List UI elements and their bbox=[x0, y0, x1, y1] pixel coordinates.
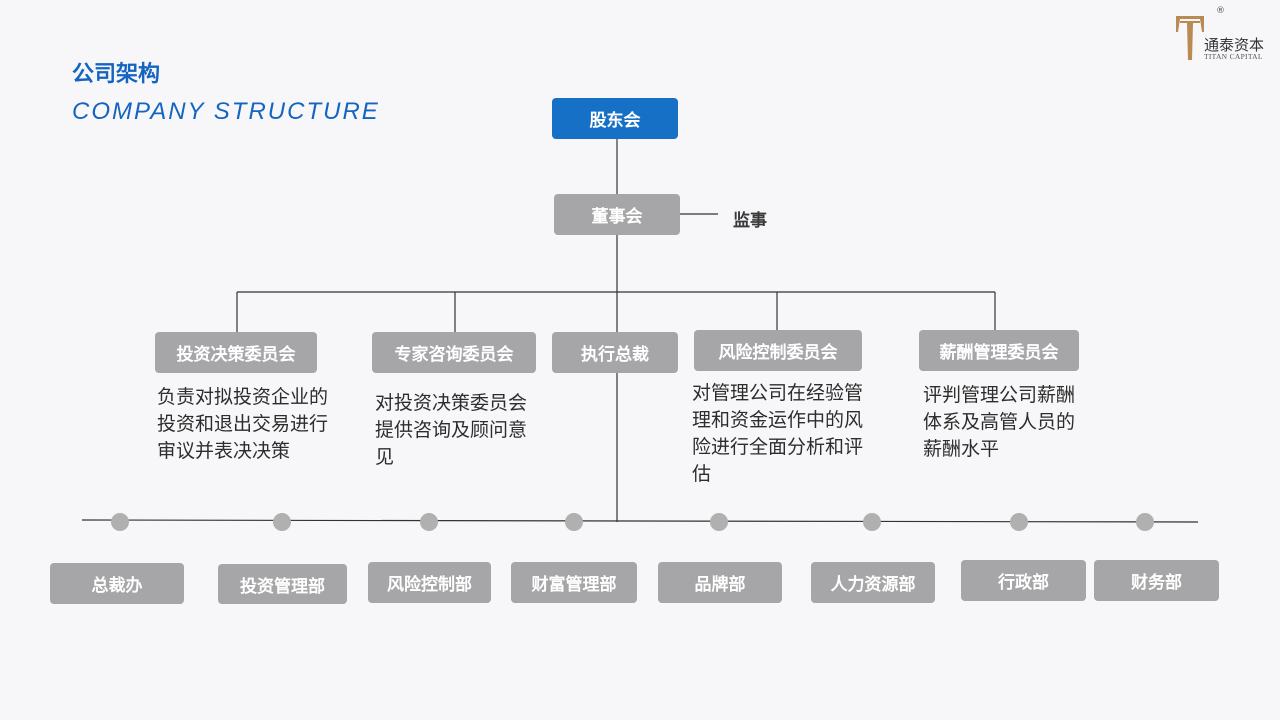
logo-name-cn: 通泰资本 bbox=[1204, 36, 1265, 54]
department-node: 财务部 bbox=[1094, 560, 1219, 601]
bus-node-4 bbox=[565, 513, 583, 531]
registered-mark: ® bbox=[1216, 6, 1225, 16]
committee-node-expert: 专家咨询委员会 bbox=[372, 332, 536, 373]
department-node: 投资管理部 bbox=[218, 564, 347, 604]
titan-capital-logo-icon bbox=[1176, 16, 1204, 60]
department-bus bbox=[81, 519, 1199, 523]
page-subtitle: COMPANY STRUCTURE bbox=[72, 98, 380, 125]
bus-node-3 bbox=[420, 513, 438, 531]
committee-desc-risk: 对管理公司在经验管理和资金运作中的风险进行全面分析和评估 bbox=[692, 382, 864, 485]
department-node: 风险控制部 bbox=[368, 562, 491, 603]
committee-node-investment: 投资决策委员会 bbox=[155, 332, 317, 373]
board-node: 董事会 bbox=[554, 194, 680, 235]
department-node: 行政部 bbox=[961, 560, 1086, 601]
committee-desc-investment: 负责对拟投资企业的投资和退出交易进行审议并表决决策 bbox=[157, 386, 329, 462]
bus-node-8 bbox=[1136, 513, 1154, 531]
department-node: 财富管理部 bbox=[511, 562, 637, 603]
bus-node-1 bbox=[111, 513, 129, 531]
committee-node-risk: 风险控制委员会 bbox=[694, 330, 862, 371]
shareholders-node: 股东会 bbox=[552, 98, 678, 139]
bus-node-2 bbox=[273, 513, 291, 531]
department-node: 总裁办 bbox=[50, 563, 184, 604]
bus-node-7 bbox=[1010, 513, 1028, 531]
department-node: 人力资源部 bbox=[811, 562, 935, 603]
bus-node-5 bbox=[710, 513, 728, 531]
committee-desc-expert: 对投资决策委员会提供咨询及顾问意见 bbox=[375, 392, 528, 468]
department-node: 品牌部 bbox=[658, 562, 782, 603]
supervisor-label: 监事 bbox=[733, 211, 767, 231]
page-title: 公司架构 bbox=[72, 62, 161, 87]
committee-desc-compensation: 评判管理公司薪酬体系及高管人员的薪酬水平 bbox=[923, 384, 1076, 460]
committee-node-compensation: 薪酬管理委员会 bbox=[919, 330, 1079, 371]
logo-name-en: TITAN CAPITAL bbox=[1204, 52, 1263, 61]
bus-node-6 bbox=[863, 513, 881, 531]
ceo-node: 执行总裁 bbox=[552, 332, 678, 373]
